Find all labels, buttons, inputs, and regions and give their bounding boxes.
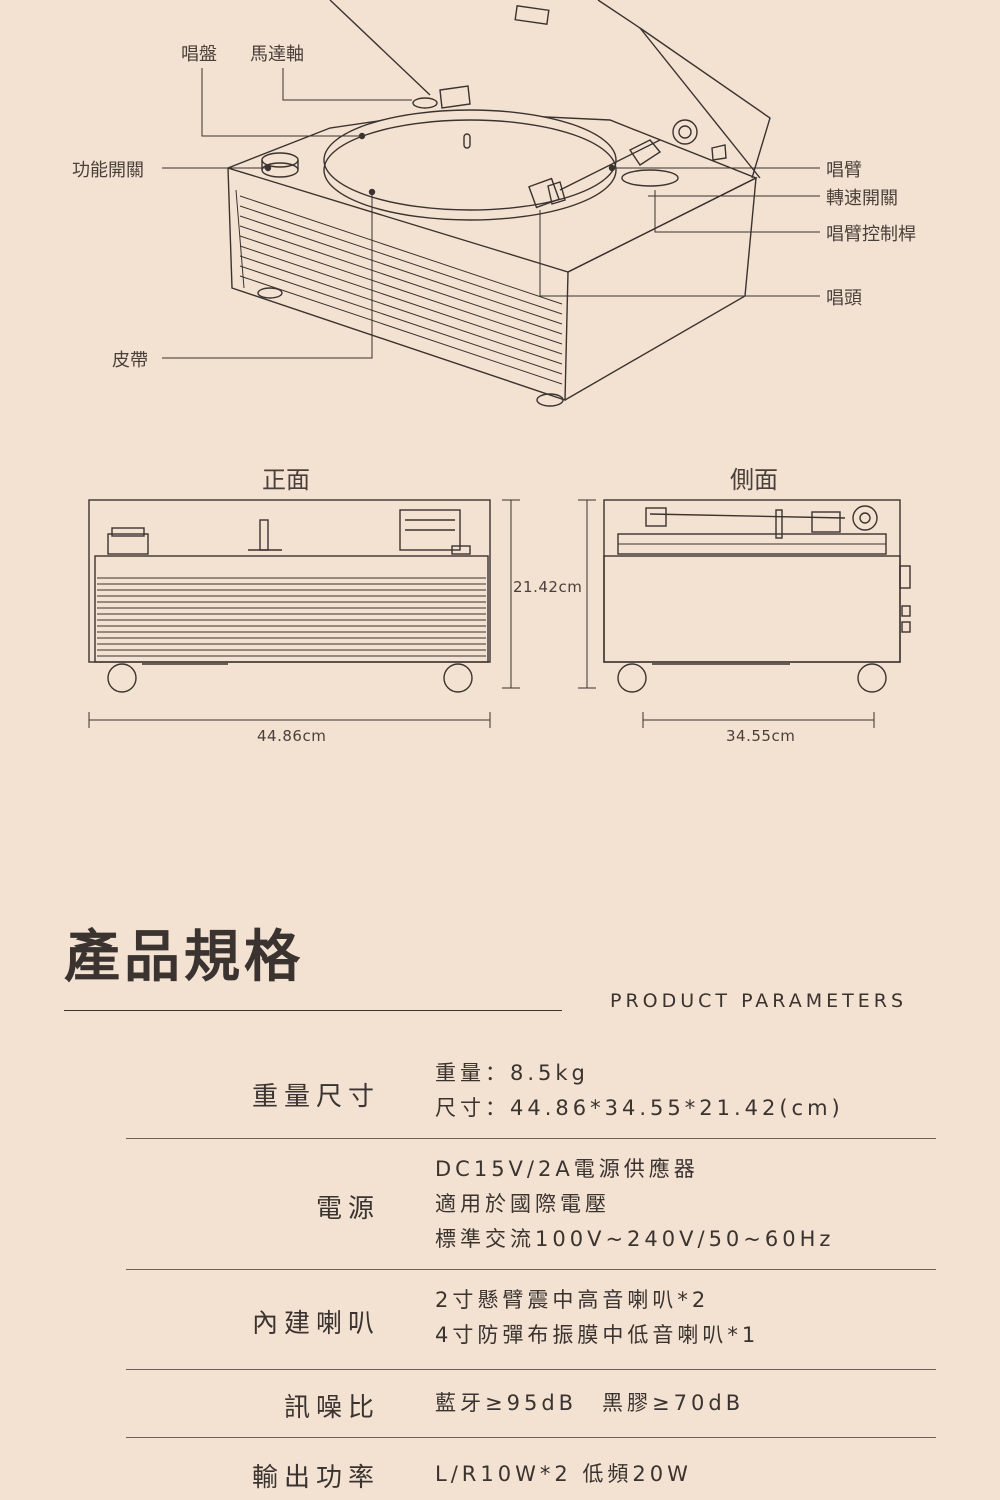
dimension-height: 21.42cm [513,578,583,596]
label-tonearm: 唱臂 [826,160,862,181]
label-belt: 皮帶 [112,350,148,371]
label-platter: 唱盤 [181,44,217,65]
spec-row-speakers: 內建喇叭 2寸懸臂震中高音喇叭*2 4寸防彈布振膜中低音喇叭*1 [126,1283,936,1353]
label-speed-switch: 轉速開關 [826,188,898,209]
spec-row-power: 電源 DC15V/2A電源供應器 適用於國際電壓 標準交流100V~240V/5… [126,1152,936,1257]
spec-value: 2寸懸臂震中高音喇叭*2 [435,1288,710,1312]
side-view [578,499,911,728]
label-motor-spindle: 馬達軸 [250,44,304,65]
spec-value: 尺寸：44.86*34.55*21.42(cm) [435,1096,844,1120]
row-divider [126,1138,936,1139]
spec-label: 訊噪比 [283,1393,380,1423]
spec-value: L/R10W*2 低頻20W [435,1462,692,1486]
side-view-title: 側面 [730,466,778,494]
row-divider [126,1437,936,1438]
spec-label: 輸出功率 [251,1463,380,1493]
label-cartridge: 唱頭 [826,288,862,309]
spec-label: 重量尺寸 [251,1082,380,1112]
spec-row-snr: 訊噪比 藍牙≥95dB 黑膠≥70dB [126,1386,936,1423]
title-divider [64,1010,562,1011]
spec-value: 藍牙≥95dB 黑膠≥70dB [435,1391,745,1415]
front-view [88,499,520,728]
spec-label: 內建喇叭 [251,1309,380,1339]
spec-value: 標準交流100V~240V/50~60Hz [435,1227,835,1251]
turntable-diagram [88,0,911,728]
row-divider [126,1369,936,1370]
dimension-width: 44.86cm [257,727,327,745]
specs-subtitle: PRODUCT PARAMETERS [610,990,908,1012]
front-view-title: 正面 [262,466,310,494]
spec-row-weight-size: 重量尺寸 重量：8.5kg 尺寸：44.86*34.55*21.42(cm) [126,1056,936,1126]
label-tonearm-lever: 唱臂控制桿 [826,224,916,245]
spec-value: 4寸防彈布振膜中低音喇叭*1 [435,1323,760,1347]
label-function-switch: 功能開關 [72,160,144,181]
specs-title: 產品規格 [64,925,304,990]
spec-value: 重量：8.5kg [435,1061,589,1085]
isometric-view [162,0,820,407]
row-divider [126,1269,936,1270]
spec-value: DC15V/2A電源供應器 [435,1157,699,1181]
spec-value: 適用於國際電壓 [435,1192,610,1216]
spec-row-output-power: 輸出功率 L/R10W*2 低頻20W [126,1457,936,1493]
spec-label: 電源 [315,1194,380,1224]
dimension-depth: 34.55cm [726,727,796,745]
